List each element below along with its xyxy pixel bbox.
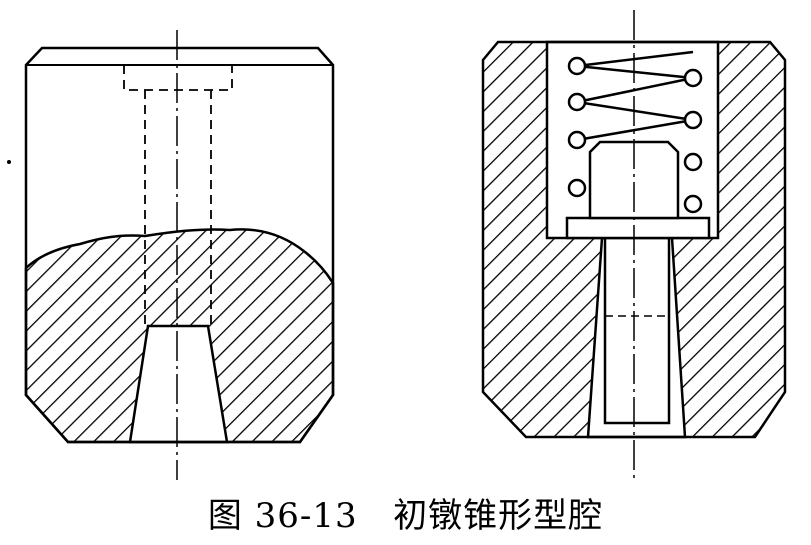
spring-wire-section [567, 178, 587, 198]
ejector-rod [603, 236, 671, 425]
spring-wire-section [683, 194, 703, 214]
figure-title: 初镦锥形型腔 [393, 496, 604, 536]
spring-wire-section [683, 110, 703, 130]
compression-spring [567, 50, 703, 214]
spring-coil-line [576, 64, 694, 80]
right-die [481, 10, 787, 480]
right-die-section-hatch [483, 42, 785, 437]
spring-wire-section [683, 152, 703, 172]
spring-seat-plate [565, 216, 711, 240]
spring-coil-line [576, 76, 694, 104]
right-die-body-outline [481, 40, 787, 439]
left-die [24, 30, 335, 480]
spring-wire-section [567, 56, 587, 76]
figure-number: 图 36-13 [207, 496, 358, 536]
figure-caption: 图 36-13 初镦锥形型腔 [0, 488, 811, 537]
spring-coil-line [576, 50, 694, 68]
spring-coil-line [576, 100, 694, 122]
punch-head [588, 140, 680, 220]
stray-ink-dot [7, 160, 11, 164]
spring-wire-section [567, 130, 587, 150]
left-hidden-counterbore [123, 65, 233, 91]
spring-coil-line [576, 118, 694, 142]
spring-wire-section [683, 68, 703, 88]
left-hidden-lines [123, 65, 233, 326]
spring-wire-section [567, 92, 587, 112]
